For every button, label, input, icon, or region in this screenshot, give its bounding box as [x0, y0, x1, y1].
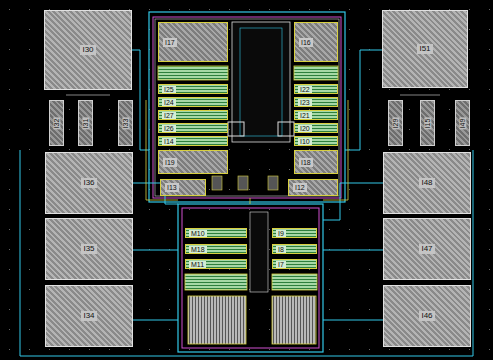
- part-label: I30: [80, 45, 95, 55]
- bond-pad: I35: [45, 218, 133, 280]
- part-label: I49: [459, 117, 466, 129]
- transistor-block: I17: [158, 22, 228, 62]
- part-label: I47: [419, 244, 434, 254]
- part-label: I18: [299, 158, 313, 167]
- part-label: I12: [293, 183, 307, 192]
- transistor-block: I19: [158, 150, 228, 174]
- part-label: I33: [122, 117, 129, 129]
- transistor-row: I23: [294, 97, 338, 107]
- part-label: I23: [298, 99, 312, 106]
- part-label: I16: [299, 38, 313, 47]
- part-label: I19: [163, 158, 177, 167]
- transistor-block: I13: [160, 179, 206, 196]
- part-label: I20: [298, 125, 312, 132]
- transistor-row: I14: [158, 136, 228, 146]
- transistor-block: I12: [288, 179, 338, 196]
- part-label: I25: [162, 86, 176, 93]
- transistor-row: I27: [158, 110, 228, 120]
- transistor-block: I16: [294, 22, 338, 62]
- part-label: I24: [162, 99, 176, 106]
- part-label: I27: [162, 112, 176, 119]
- transistor-row: M11: [185, 259, 247, 269]
- part-label: I26: [162, 125, 176, 132]
- transistor-row: I25: [158, 84, 228, 94]
- part-label: I7: [276, 261, 286, 268]
- transistor-row: I7: [272, 259, 317, 269]
- resistor-bar: I49: [455, 100, 470, 146]
- resistor-bar: I32: [49, 100, 64, 146]
- part-label: I32: [53, 117, 60, 129]
- part-label: I10: [298, 138, 312, 145]
- part-label: I31: [82, 117, 89, 129]
- part-label: I36: [81, 178, 96, 188]
- bond-pad: I46: [383, 285, 471, 347]
- part-label: I22: [298, 86, 312, 93]
- part-label: I48: [419, 178, 434, 188]
- resistor-bar: I31: [78, 100, 93, 146]
- bond-pad: I30: [44, 10, 132, 90]
- part-label: M10: [189, 230, 207, 237]
- bond-pad: I48: [383, 152, 471, 214]
- bond-pad: I34: [45, 285, 133, 347]
- transistor-row: M10: [185, 228, 247, 238]
- bond-pad: I47: [383, 218, 471, 280]
- bond-pad: I36: [45, 152, 133, 214]
- transistor-row: I21: [294, 110, 338, 120]
- transistor-row: I8: [272, 244, 317, 254]
- part-label: I21: [298, 112, 312, 119]
- part-label: I17: [163, 38, 177, 47]
- part-label: I13: [165, 183, 179, 192]
- resistor-bar: I29: [388, 100, 403, 146]
- part-label: I14: [162, 138, 176, 145]
- part-label: M11: [189, 261, 206, 268]
- resistor-bar: I33: [118, 100, 133, 146]
- transistor-row: I24: [158, 97, 228, 107]
- transistor-row: I22: [294, 84, 338, 94]
- transistor-row: I9: [272, 228, 317, 238]
- part-label: I35: [81, 244, 96, 254]
- part-label: I29: [392, 117, 399, 129]
- transistor-row: M18: [185, 244, 247, 254]
- transistor-row: I10: [294, 136, 338, 146]
- part-label: I46: [419, 311, 434, 321]
- part-label: I34: [81, 311, 96, 321]
- transistor-row: I26: [158, 123, 228, 133]
- part-label: I15: [424, 117, 431, 129]
- part-label: I8: [276, 246, 286, 253]
- transistor-row: I20: [294, 123, 338, 133]
- part-label: M18: [189, 246, 207, 253]
- bond-pad: I51: [382, 10, 468, 88]
- resistor-bar: I15: [420, 100, 435, 146]
- transistor-block: I18: [294, 150, 338, 174]
- part-label: I9: [276, 230, 286, 237]
- part-label: I51: [417, 44, 432, 54]
